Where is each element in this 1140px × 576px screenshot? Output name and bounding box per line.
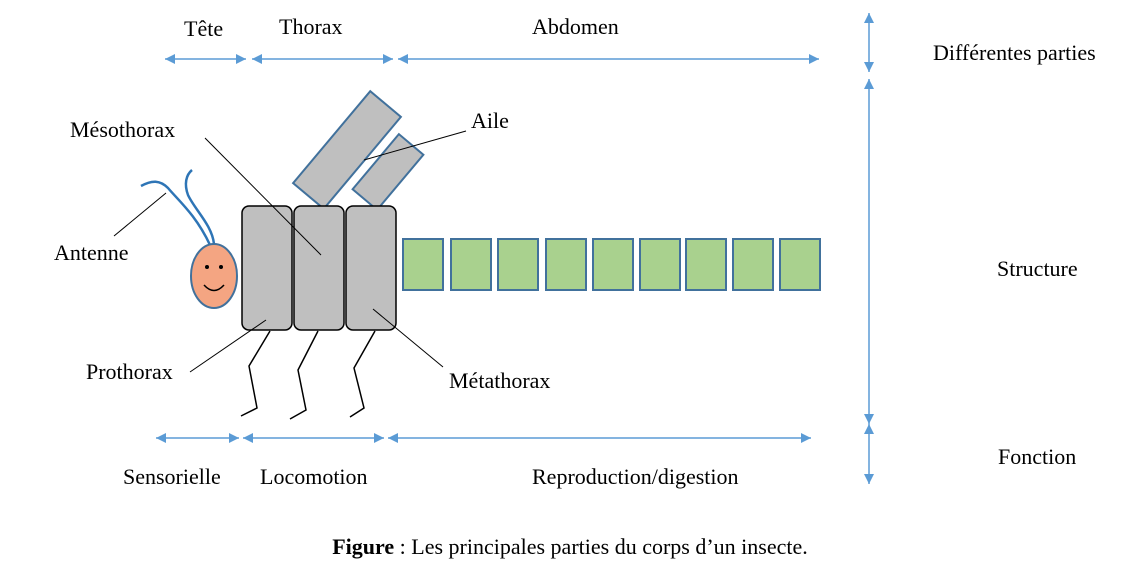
wing-back: [351, 132, 425, 212]
head: [190, 243, 238, 309]
aile-callout: [363, 130, 467, 161]
structure-level-label: Structure: [997, 256, 1078, 281]
antenne-callout: [113, 192, 167, 237]
wing-front: [291, 89, 403, 211]
head-eye-right: [219, 265, 223, 269]
leg-prothorax: [240, 330, 271, 417]
antenna-left: [140, 180, 212, 246]
abdomen-label: Abdomen: [532, 14, 619, 39]
abdomen-segment: [732, 238, 774, 291]
abdomen-segment: [639, 238, 681, 291]
leg-metathorax: [349, 330, 376, 418]
metathorax-callout: [372, 308, 444, 368]
metathorax-segment: [345, 205, 397, 331]
aile-label: Aile: [471, 108, 509, 133]
abdomen-segment: [685, 238, 727, 291]
fonction-level-label: Fonction: [998, 444, 1077, 469]
caption-text: : Les principales parties du corps d’un …: [394, 534, 808, 559]
abdomen-segment: [592, 238, 634, 291]
sensorielle-label: Sensorielle: [123, 464, 221, 489]
caption-bold: Figure: [332, 534, 395, 559]
prothorax-segment: [241, 205, 293, 331]
prothorax-callout: [189, 319, 267, 373]
antenne-label: Antenne: [54, 240, 129, 265]
abdomen-segment: [545, 238, 587, 291]
figure-caption: Figure : Les principales parties du corp…: [0, 536, 1140, 558]
tete-label: Tête: [184, 16, 224, 41]
prothorax-label: Prothorax: [86, 359, 173, 384]
parties-level-label: Différentes parties: [933, 40, 1096, 65]
abdomen-segment: [497, 238, 539, 291]
mesothorax-label: Mésothorax: [70, 117, 176, 142]
metathorax-label: Métathorax: [449, 368, 551, 393]
thorax-label: Thorax: [279, 14, 343, 39]
head-mouth: [203, 284, 225, 292]
abdomen-segments: [402, 238, 821, 291]
antenna-right: [184, 169, 216, 245]
mesothorax-segment: [293, 205, 345, 331]
leg-mesothorax: [289, 330, 319, 420]
head-eye-left: [205, 265, 209, 269]
abdomen-segment: [450, 238, 492, 291]
locomotion-label: Locomotion: [260, 464, 368, 489]
reproduction-label: Reproduction/digestion: [532, 464, 739, 489]
abdomen-segment: [402, 238, 444, 291]
abdomen-segment: [779, 238, 821, 291]
mesothorax-callout: [204, 137, 322, 256]
